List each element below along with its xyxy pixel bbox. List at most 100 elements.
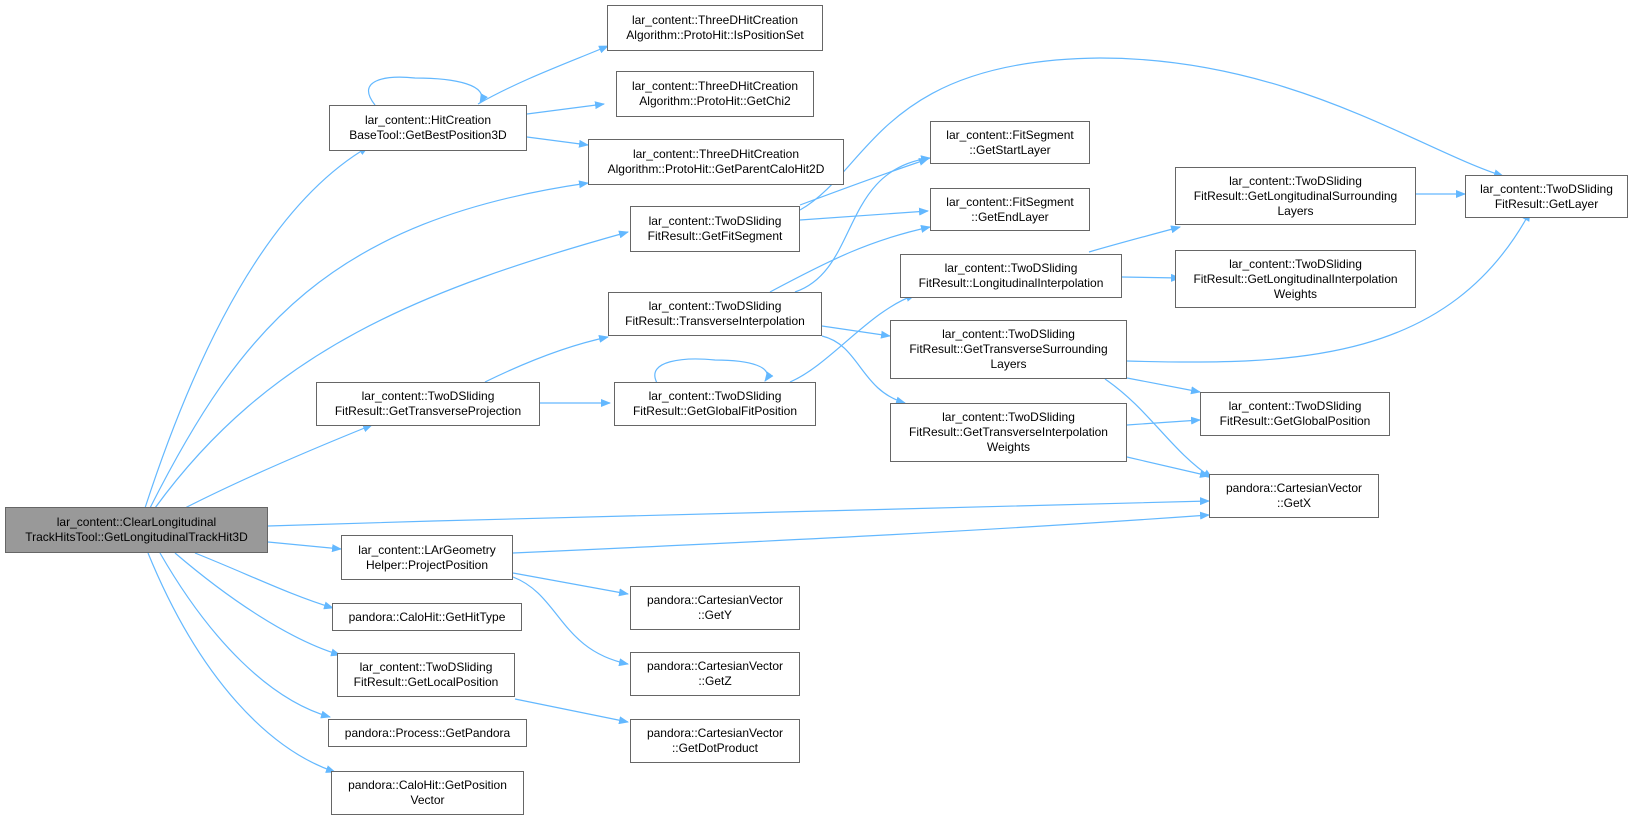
- node-label: lar_content::TwoDSliding: [361, 389, 495, 403]
- node-get-best-position-3d[interactable]: lar_content::HitCreation BaseTool::GetBe…: [329, 105, 527, 151]
- node-label: lar_content::TwoDSliding: [1228, 399, 1362, 413]
- node-get-local-position[interactable]: lar_content::TwoDSliding FitResult::GetL…: [337, 653, 515, 697]
- node-label: pandora::CartesianVector: [1225, 481, 1363, 495]
- node-label: Layers: [990, 357, 1027, 371]
- node-label: pandora::CartesianVector: [646, 593, 784, 607]
- node-get-x[interactable]: pandora::CartesianVector ::GetX: [1209, 474, 1379, 518]
- node-label: FitResult::GetLayer: [1494, 196, 1599, 211]
- node-get-fit-segment[interactable]: lar_content::TwoDSliding FitResult::GetF…: [630, 206, 800, 252]
- node-label: lar_content::TwoDSliding: [944, 261, 1078, 275]
- node-get-y[interactable]: pandora::CartesianVector ::GetY: [630, 586, 800, 630]
- node-label: lar_content::TwoDSliding: [1229, 173, 1362, 188]
- node-label: lar_content::LArGeometry: [358, 542, 496, 557]
- node-get-transverse-interpolation-weights[interactable]: lar_content::TwoDSliding FitResult::GetT…: [890, 403, 1127, 462]
- edge-getlocalposition-getdotproduct: [514, 698, 629, 725]
- node-label: TrackHitsTool::GetLongitudinalTrackHit3D: [25, 530, 248, 544]
- node-label: pandora::CaloHit::GetPosition: [348, 778, 507, 792]
- node-label: lar_content::ThreeDHitCreation: [631, 79, 799, 93]
- node-get-position-vector[interactable]: pandora::CaloHit::GetPosition Vector: [331, 771, 524, 815]
- node-get-global-position[interactable]: lar_content::TwoDSliding FitResult::GetG…: [1200, 392, 1390, 436]
- edge-longitudinalinterpolation-getlongitudinalsurroundinglayers: [1088, 225, 1181, 253]
- node-get-start-layer[interactable]: lar_content::FitSegment ::GetStartLayer: [930, 121, 1090, 164]
- node-label: lar_content::TwoDSliding: [1480, 181, 1613, 196]
- edge-root-getfitsegment: [154, 230, 629, 509]
- node-get-chi2[interactable]: lar_content::ThreeDHitCreation Algorithm…: [616, 71, 814, 117]
- edge-getfitsegment-getlayer: [799, 57, 1504, 211]
- node-label: ::GetStartLayer: [969, 142, 1051, 157]
- node-get-hit-type[interactable]: pandora::CaloHit::GetHitType: [332, 603, 522, 631]
- node-label: Algorithm::ProtoHit::IsPositionSet: [626, 28, 804, 42]
- node-label: lar_content::TwoDSliding: [942, 410, 1075, 424]
- node-label: Helper::ProjectPosition: [365, 557, 489, 572]
- node-label: lar_content::HitCreation: [364, 113, 492, 127]
- node-label: FitResult::LongitudinalInterpolation: [918, 276, 1104, 290]
- node-label: pandora::CaloHit::GetHitType: [348, 609, 506, 624]
- node-get-longitudinal-surrounding-layers[interactable]: lar_content::TwoDSliding FitResult::GetL…: [1175, 167, 1416, 225]
- node-longitudinal-interpolation[interactable]: lar_content::TwoDSliding FitResult::Long…: [900, 254, 1122, 298]
- node-get-layer[interactable]: lar_content::TwoDSliding FitResult::GetL…: [1465, 175, 1628, 218]
- node-label: ::GetX: [1276, 496, 1311, 510]
- edge-getbestposition3d-ispositionset: [477, 45, 609, 105]
- edge-projectposition-getz: [512, 576, 629, 667]
- node-label: lar_content::TwoDSliding: [648, 389, 782, 403]
- node-label: Weights: [986, 440, 1031, 454]
- edge-getfitsegment-getstartlayer: [799, 158, 929, 206]
- edge-getbestposition3d-self: [368, 76, 488, 106]
- node-get-dot-product[interactable]: pandora::CartesianVector ::GetDotProduct: [630, 719, 800, 763]
- node-label: Weights: [1273, 286, 1318, 301]
- node-label: lar_content::TwoDSliding: [359, 660, 493, 674]
- edge-gettransversesurroundinglayers-getlayer: [1126, 211, 1531, 363]
- node-label: lar_content::TwoDSliding: [1229, 256, 1362, 271]
- node-label: pandora::Process::GetPandora: [344, 725, 511, 740]
- node-label: Algorithm::ProtoHit::GetChi2: [639, 94, 791, 108]
- edge-gettransverseinterpolationweights-getglobalposition: [1126, 416, 1201, 426]
- node-label: pandora::CartesianVector: [646, 659, 784, 673]
- node-label: ::GetDotProduct: [671, 741, 759, 755]
- node-transverse-interpolation[interactable]: lar_content::TwoDSliding FitResult::Tran…: [608, 292, 822, 336]
- edge-root-getparentcalohit2d: [149, 180, 589, 509]
- node-label: Vector: [410, 793, 445, 807]
- node-get-end-layer[interactable]: lar_content::FitSegment ::GetEndLayer: [930, 188, 1090, 231]
- edge-root-projectposition: [267, 541, 342, 553]
- edge-root-getx: [267, 497, 1210, 527]
- edge-root-gettransverseprojection: [184, 424, 373, 509]
- edge-getglobalfitposition-self: [654, 358, 774, 384]
- edge-longitudinalinterpolation-getlongitudinalinterpolationweights: [1121, 273, 1181, 282]
- edge-getglobalfitposition-longitudinalinterpolation: [789, 294, 916, 383]
- edge-gettransverseprojection-transverseinterpolation: [484, 334, 609, 383]
- node-label: FitResult::GetLongitudinalSurrounding: [1193, 188, 1398, 203]
- node-label: FitResult::GetGlobalFitPosition: [632, 404, 798, 418]
- node-label: FitResult::TransverseInterpolation: [625, 314, 805, 328]
- edge-root-getpandora: [159, 552, 331, 719]
- node-project-position[interactable]: lar_content::LArGeometry Helper::Project…: [341, 535, 513, 580]
- edge-projectposition-gety: [512, 572, 629, 597]
- node-get-transverse-projection[interactable]: lar_content::TwoDSliding FitResult::GetT…: [316, 382, 540, 426]
- node-label: lar_content::ThreeDHitCreation: [632, 147, 800, 161]
- node-label: BaseTool::GetBestPosition3D: [349, 128, 507, 142]
- node-is-position-set[interactable]: lar_content::ThreeDHitCreation Algorithm…: [607, 5, 823, 51]
- edge-root-getpositionvector: [147, 552, 336, 773]
- node-label: ::GetZ: [698, 674, 732, 688]
- node-label: Layers: [1277, 203, 1314, 218]
- node-label: FitResult::GetTransverseSurrounding: [909, 342, 1108, 356]
- edge-transverseinterpolation-getstartlayer: [794, 155, 931, 293]
- edge-transverseinterpolation-gettransverseinterpolationweights: [821, 335, 906, 405]
- edge-gettransverseinterpolationweights-getx: [1126, 456, 1210, 478]
- node-label: FitResult::GetFitSegment: [647, 229, 783, 243]
- node-get-longitudinal-interpolation-weights[interactable]: lar_content::TwoDSliding FitResult::GetL…: [1175, 250, 1416, 308]
- node-clear-longitudinal-track-hits-tool[interactable]: lar_content::ClearLongitudinal TrackHits…: [5, 507, 268, 553]
- node-label: FitResult::GetTransverseProjection: [334, 404, 522, 418]
- edge-gettransversesurroundinglayers-getx: [1104, 378, 1213, 479]
- node-get-parent-calo-hit-2d[interactable]: lar_content::ThreeDHitCreation Algorithm…: [588, 139, 844, 185]
- node-label: Algorithm::ProtoHit::GetParentCaloHit2D: [607, 162, 825, 176]
- node-label: lar_content::ClearLongitudinal: [56, 515, 217, 529]
- node-get-pandora[interactable]: pandora::Process::GetPandora: [328, 719, 527, 747]
- node-label: pandora::CartesianVector: [646, 726, 784, 740]
- node-label: FitResult::GetGlobalPosition: [1219, 414, 1371, 428]
- node-label: FitResult::GetTransverseInterpolation: [909, 425, 1108, 439]
- node-get-transverse-surrounding-layers[interactable]: lar_content::TwoDSliding FitResult::GetT…: [890, 320, 1127, 379]
- node-get-z[interactable]: pandora::CartesianVector ::GetZ: [630, 652, 800, 696]
- node-get-global-fit-position[interactable]: lar_content::TwoDSliding FitResult::GetG…: [614, 382, 816, 426]
